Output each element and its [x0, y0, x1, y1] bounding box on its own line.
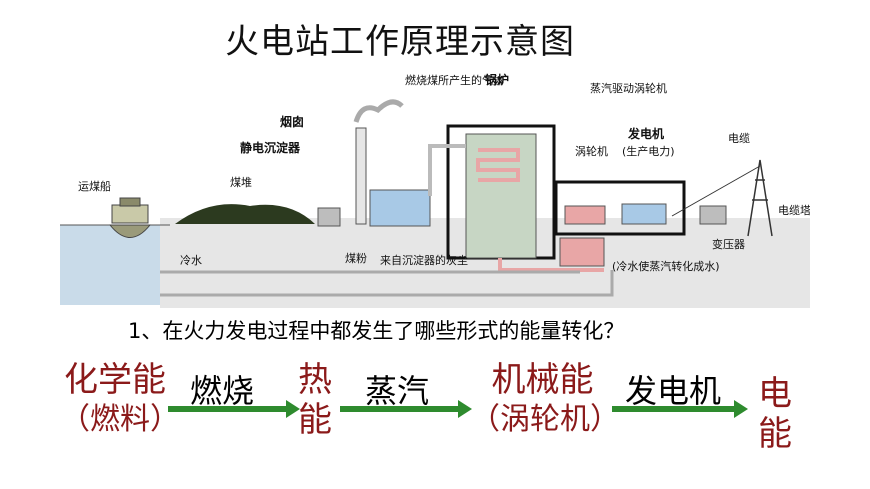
label-boiler: 锅炉 — [485, 72, 509, 87]
generator — [621, 203, 667, 225]
transformer — [699, 205, 727, 225]
label-tower: 电缆塔 — [778, 204, 810, 217]
step-burn: 燃烧 — [190, 372, 255, 410]
turbine — [564, 205, 606, 225]
power-plant-diagram: 运煤船 煤堆 静电沉淀器 烟囱 燃烧煤所产生的气体 锅炉 蒸汽驱动涡轮机 涡轮机… — [60, 72, 810, 308]
label-generator-sub: (生产电力) — [622, 144, 675, 158]
chemical-energy-label: 化学能 — [64, 360, 166, 400]
label-precipitator: 静电沉淀器 — [240, 140, 301, 155]
step-generator: 发电机 — [625, 372, 722, 410]
boiler — [465, 133, 537, 259]
chimney — [355, 127, 367, 225]
tower — [747, 159, 773, 237]
boiler-pipes — [476, 148, 520, 182]
chemical-energy: 化学能 （燃料） — [60, 360, 180, 440]
step-steam: 蒸汽 — [365, 372, 430, 410]
condenser — [559, 237, 605, 267]
label-chimney: 烟囱 — [280, 114, 304, 129]
label-coal-pile: 煤堆 — [230, 176, 252, 189]
mechanical-energy-label: 机械能 — [491, 360, 594, 400]
steam-pipe — [428, 144, 466, 196]
label-generator: 发电机 — [627, 126, 664, 141]
label-ash: 来自沉淀器的灰尘 — [380, 253, 468, 267]
coal-ship — [108, 197, 152, 238]
label-condense: (冷水使蒸汽转化成水) — [612, 259, 720, 273]
label-turbine: 涡轮机 — [575, 144, 608, 158]
chemical-energy-note: （燃料） — [60, 402, 180, 437]
turbine-house — [554, 180, 686, 236]
water — [60, 225, 170, 305]
label-transformer: 变压器 — [712, 237, 745, 251]
heat-energy: 热 能 — [295, 360, 335, 440]
heat-energy-2: 能 — [298, 400, 332, 440]
coal-pile — [175, 204, 315, 224]
label-cold-water: 冷水 — [180, 254, 202, 267]
mechanical-energy-note: （涡轮机） — [470, 402, 620, 437]
electric-energy-2: 能 — [758, 414, 792, 454]
label-cable: 电缆 — [728, 132, 750, 145]
electric-energy: 电 能 — [755, 374, 795, 454]
electric-energy-1: 电 — [758, 374, 792, 414]
label-coal-powder: 煤粉 — [345, 252, 367, 265]
heat-energy-1: 热 — [298, 360, 332, 400]
page-title: 火电站工作原理示意图 — [225, 22, 575, 62]
water-pipe-1 — [498, 258, 604, 272]
label-gas: 燃烧煤所产生的气体 — [405, 73, 504, 87]
question-text: 1、在火力发电过程中都发生了哪些形式的能量转化？ — [128, 319, 625, 343]
return-pipe — [160, 270, 614, 297]
mechanical-energy: 机械能 （涡轮机） — [470, 360, 620, 440]
label-steam-drive: 蒸汽驱动涡轮机 — [590, 81, 667, 95]
precipitator — [369, 189, 431, 227]
label-ship: 运煤船 — [78, 179, 111, 193]
